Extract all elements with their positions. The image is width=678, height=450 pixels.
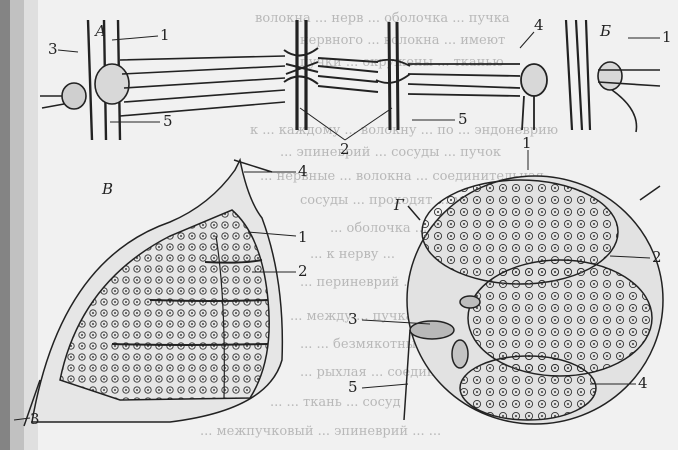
panel-label-v: В [102, 182, 113, 197]
callout-label: 4 [298, 164, 308, 179]
callout-label: 2 [340, 142, 350, 157]
callout-label: 4 [638, 376, 648, 391]
callout-label: 2 [652, 250, 662, 265]
callout-label: 5 [163, 114, 173, 129]
callout-label: 1 [160, 28, 170, 43]
callout-label: 3 [348, 312, 358, 327]
callout-label: 1 [522, 136, 532, 151]
ligature-knot [284, 20, 378, 130]
callout-label: 5 [348, 380, 358, 395]
panel-g-drawing [404, 176, 663, 424]
callout-label: 4 [534, 18, 544, 33]
callout-label: 1 [662, 30, 672, 45]
panel-label-a: А [95, 24, 106, 39]
callout-label: 3 [48, 42, 58, 57]
callout-label: 5 [458, 112, 468, 127]
panel-b-drawing [566, 20, 660, 132]
callout-label: 3 [30, 412, 40, 427]
callout-label: 1 [298, 230, 308, 245]
callout-label: 2 [298, 264, 308, 279]
panel-label-b: Б [600, 24, 611, 39]
page-gutter-shadow [0, 0, 38, 450]
panel-v-drawing [24, 160, 282, 426]
panel-label-g: Г [394, 198, 404, 213]
